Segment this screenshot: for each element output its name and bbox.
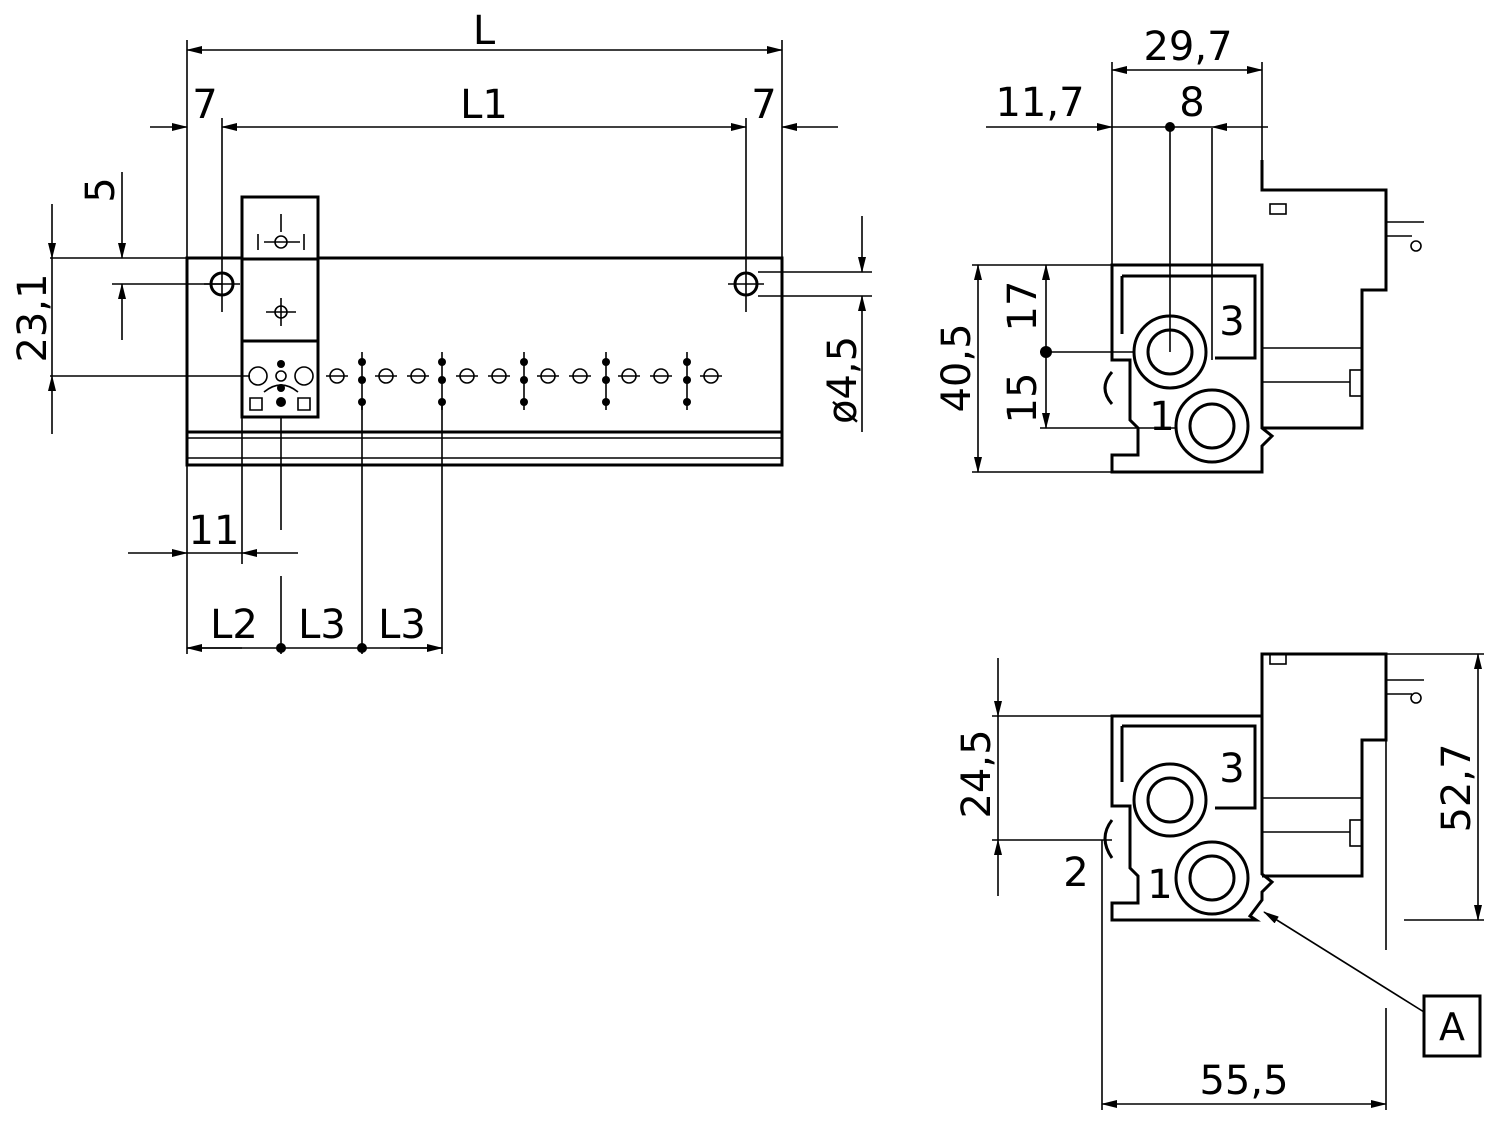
dim-hole-pitch: L1 [460, 82, 508, 128]
port-1-fitting-upper [1174, 388, 1250, 464]
dim-first-valve-offset: 11 [189, 508, 240, 554]
dim-body-height: 40,5 [934, 323, 980, 412]
callout-label: A [1439, 1005, 1465, 1049]
dim-port3-height: 17 [1000, 281, 1046, 332]
dim-hole-row-height: 23,1 [10, 273, 56, 362]
dim-side-total-width: 29,7 [1143, 24, 1232, 70]
rail-body [185, 256, 784, 467]
dim-port-offset: L2 [210, 602, 258, 648]
port-1-fitting-lower [1174, 840, 1250, 916]
dim-end-margin-left: 7 [192, 82, 217, 128]
hole-pattern [326, 352, 722, 410]
dim-total-height: 52,7 [1434, 743, 1480, 832]
port-3-label-upper: 3 [1219, 299, 1244, 345]
dim-port1-height: 15 [1000, 373, 1046, 424]
dim-side-offset: 11,7 [995, 80, 1084, 126]
side-view-lower: 3 1 2 24,5 52,7 55,5 A [954, 652, 1484, 1110]
dim-end-margin-right: 7 [751, 82, 776, 128]
port-3-label-lower: 3 [1219, 746, 1244, 792]
side-view-upper: 3 1 29,7 11,7 8 40,5 17 1 [934, 24, 1424, 474]
dim-hole-offset-top: 5 [78, 177, 124, 202]
port-3-fitting-lower [1132, 762, 1208, 838]
dim-total-width: 55,5 [1199, 1058, 1288, 1104]
dim-hole-diameter: ø4,5 [820, 336, 866, 424]
valve-module [240, 195, 320, 419]
callout-box [1422, 994, 1482, 1058]
dim-port-spacing: 8 [1179, 80, 1204, 126]
port-1-label-lower: 1 [1147, 862, 1172, 908]
dim-lower-height: 24,5 [954, 729, 1000, 818]
port-2-label-lower: 2 [1063, 850, 1088, 896]
dim-valve-pitch-2: L3 [378, 602, 426, 648]
manifold-top-view: L L1 7 7 5 23,1 ø4,5 11 L2 L3 L3 [10, 8, 872, 654]
dim-valve-pitch-1: L3 [298, 602, 346, 648]
dim-overall-length: L [473, 8, 496, 54]
port-1-label-upper: 1 [1149, 394, 1174, 440]
